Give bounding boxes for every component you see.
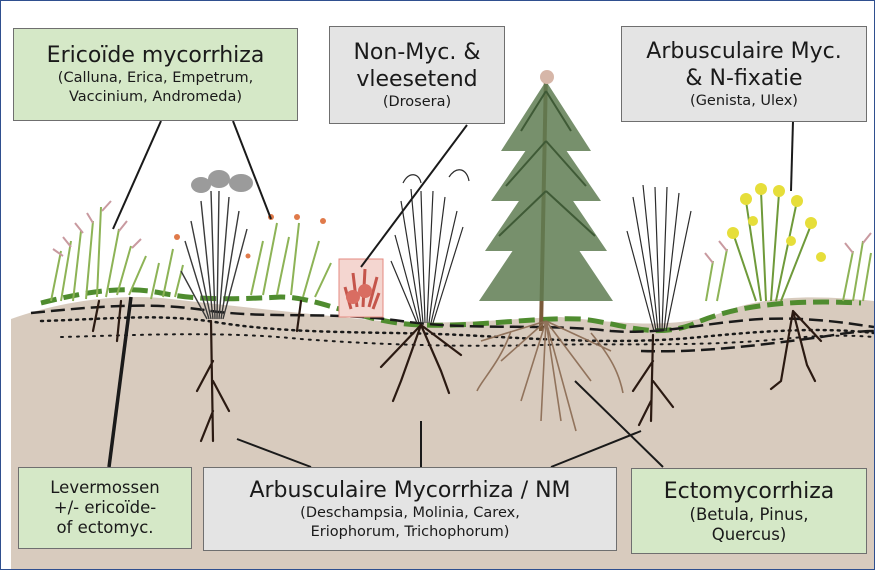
nonmyc-detail: (Drosera): [383, 93, 451, 112]
ecto-detail-1: (Betula, Pinus,: [690, 505, 809, 525]
arbusc-nfix-label-box: Arbusculaire Myc. & N-fixatie (Genista, …: [621, 26, 867, 122]
ericoid-title: Ericoïde mycorrhiza: [47, 42, 265, 69]
leader-drosera: [361, 125, 467, 267]
nonmyc-label-box: Non-Myc. & vleesetend (Drosera): [329, 26, 505, 124]
arbusc-nfix-title-2: & N-fixatie: [685, 65, 802, 92]
genista-shrub: [727, 183, 826, 301]
ericoid-label-box: Ericoïde mycorrhiza (Calluna, Erica, Emp…: [13, 28, 298, 121]
leader-genista: [791, 121, 793, 191]
levermos-line-3: of ectomyc.: [56, 518, 153, 538]
levermos-line-1: Levermossen: [50, 478, 159, 498]
ericoid-detail-2: Vaccinium, Andromeda): [69, 88, 242, 107]
arbusc-nm-detail-1: (Deschampsia, Molinia, Carex,: [300, 504, 520, 523]
leader-ericoid-1: [113, 121, 161, 229]
drosera-rosette: [339, 259, 383, 317]
nonmyc-title-1: Non-Myc. &: [353, 39, 480, 66]
leader-ericoid-2: [233, 121, 271, 219]
nonmyc-title-2: vleesetend: [356, 66, 477, 93]
arbusc-nm-detail-2: Eriophorum, Trichophorum): [311, 523, 510, 542]
levermos-line-2: +/- ericoïde-: [54, 498, 156, 518]
arbusc-nfix-detail: (Genista, Ulex): [690, 92, 798, 111]
ecto-detail-2: Quercus): [712, 525, 787, 545]
grass-tuft-center: [391, 170, 469, 323]
ecto-label-box: Ectomycorrhiza (Betula, Pinus, Quercus): [631, 468, 867, 554]
levermos-label-box: Levermossen +/- ericoïde- of ectomyc.: [18, 467, 192, 549]
arbusc-nm-label-box: Arbusculaire Mycorrhiza / NM (Deschampsi…: [203, 467, 617, 551]
ericoid-detail-1: (Calluna, Erica, Empetrum,: [58, 69, 253, 88]
heather-shrub-left: [51, 201, 146, 301]
grass-tuft-right: [627, 185, 691, 331]
ecto-title: Ectomycorrhiza: [664, 478, 835, 505]
arbusc-nm-title: Arbusculaire Mycorrhiza / NM: [249, 477, 570, 504]
cotton-grass-heads: [191, 170, 253, 193]
arbusc-nfix-title-1: Arbusculaire Myc.: [646, 38, 841, 65]
